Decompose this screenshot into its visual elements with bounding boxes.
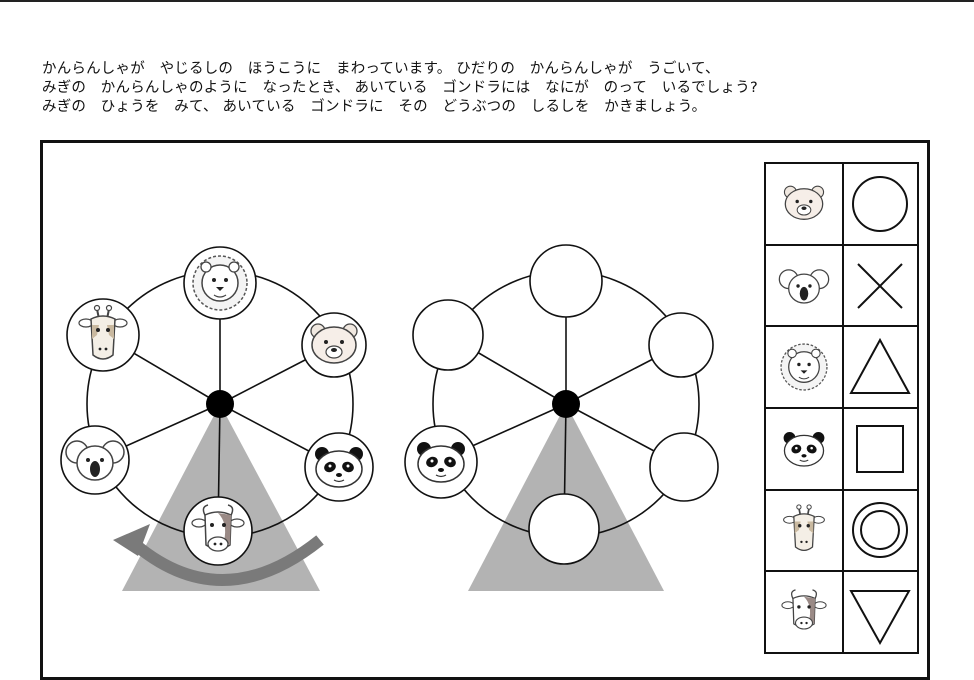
left-wheel-hub: [206, 390, 234, 418]
right-wheel-hub: [552, 390, 580, 418]
legend-lion: [780, 343, 828, 391]
double-circle-symbol: [852, 502, 908, 558]
cross-symbol: [857, 263, 903, 309]
legend-panda: [782, 431, 826, 467]
bear-icon: [310, 323, 358, 364]
empty-gondola-lower-right[interactable]: [649, 432, 719, 502]
right-ferris-wheel: [404, 244, 719, 591]
panda-icon: [782, 431, 826, 467]
lion-icon: [780, 343, 828, 391]
lion-icon: [192, 255, 248, 311]
gondola-giraffe: [66, 298, 140, 372]
empty-gondola-upper-right[interactable]: [648, 312, 714, 378]
instruction-line-3: みぎの ひょうを みて、 あいている ゴンドラに その どうぶつの しるしを か…: [42, 99, 707, 115]
gondola-panda: [304, 432, 374, 502]
gondola-panda-right: [404, 425, 478, 499]
empty-gondola-bottom[interactable]: [528, 493, 600, 565]
instruction-line-2: みぎの かんらんしゃのように なったとき、 あいている ゴンドラには なにが の…: [42, 80, 758, 96]
gondola-lion: [183, 246, 257, 320]
gondola-bear: [301, 312, 367, 378]
gondola-koala: [60, 425, 130, 495]
triangle-symbol: [849, 337, 911, 394]
gondola-cow: [183, 496, 253, 566]
empty-gondola-top[interactable]: [529, 244, 603, 318]
square-symbol: [856, 425, 904, 473]
instruction-line-1: かんらんしゃが やじるしの ほうこうに まわっています。 ひだりの かんらんしゃ…: [42, 61, 720, 77]
inverted-triangle-symbol: [849, 590, 911, 646]
panda-icon: [314, 446, 364, 488]
empty-gondola-upper-left[interactable]: [412, 299, 484, 371]
rotation-arrow-arc: [126, 535, 324, 586]
panda-icon: [416, 441, 466, 483]
circle-symbol: [852, 176, 908, 232]
bear-icon: [783, 185, 825, 220]
symbol-legend-table: [764, 162, 919, 654]
left-ferris-wheel: [60, 246, 374, 591]
legend-bear: [783, 185, 825, 220]
top-rule: [0, 0, 974, 2]
instructions: かんらんしゃが やじるしの ほうこうに まわっています。 ひだりの かんらんしゃ…: [42, 60, 942, 117]
rotation-arrow-head: [113, 524, 150, 556]
